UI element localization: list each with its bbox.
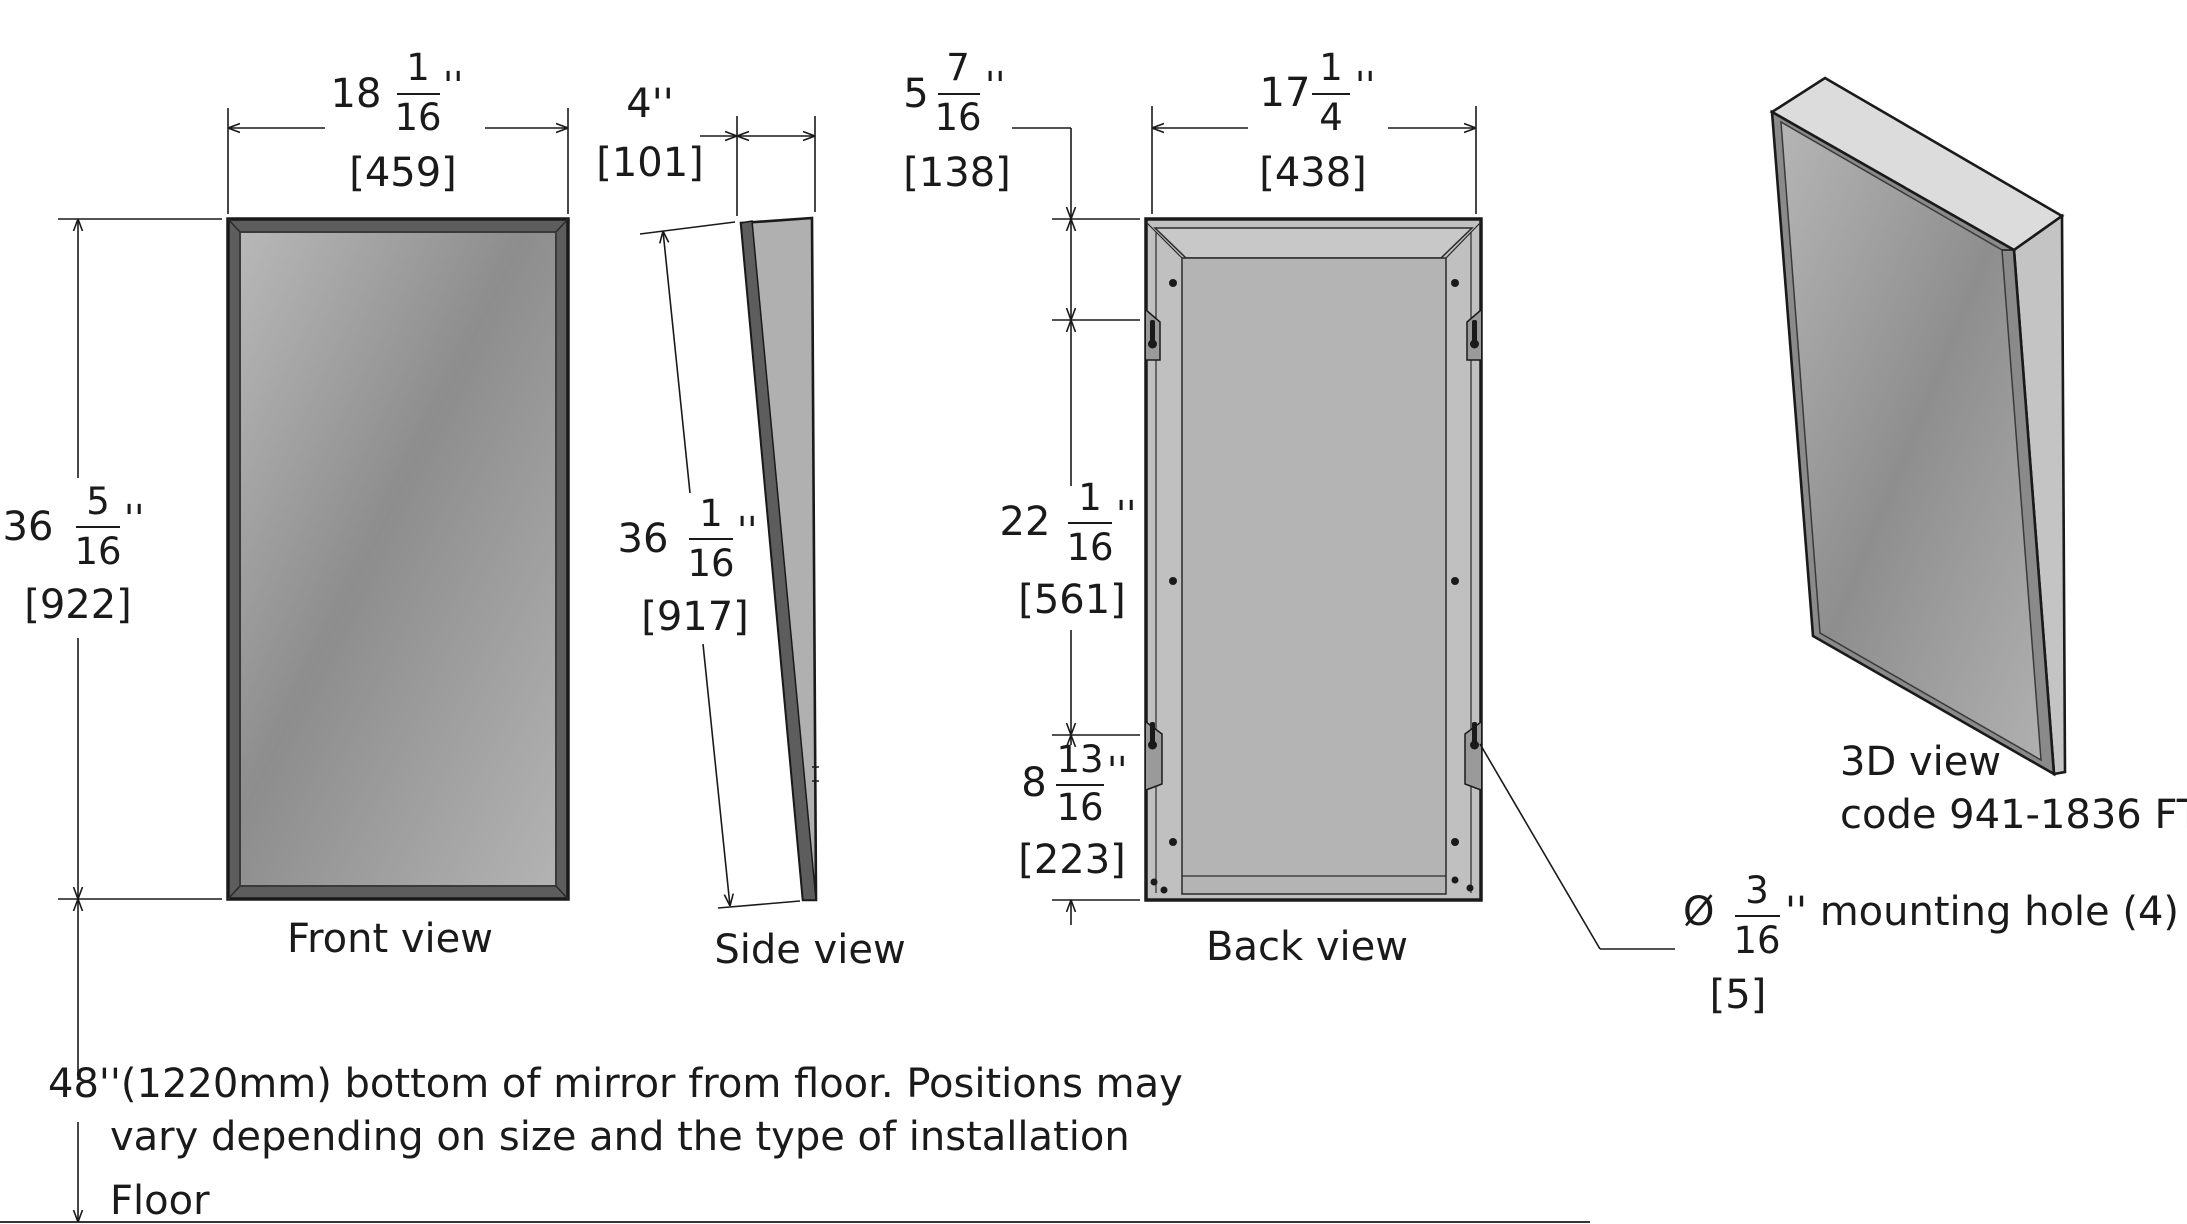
floor-note-line1: 48''(1220mm) bottom of mirror from floor…: [48, 1061, 1183, 1107]
front-view-label: Front view: [287, 916, 493, 962]
front-view: [226, 217, 570, 901]
back-width-inch: '': [1355, 64, 1375, 107]
front-width-whole: 18: [331, 71, 382, 117]
side-depth-mm: [101]: [596, 140, 704, 186]
3d-view-code: code 941-1836 FT: [1840, 792, 2187, 838]
back-bottom-num: 13: [1056, 738, 1103, 781]
side-length-whole: 36: [618, 516, 669, 562]
front-width-dimension: 18 1 16 '' [459]: [227, 46, 569, 214]
side-length-inch: '': [737, 509, 757, 552]
front-height-num: 5: [86, 480, 110, 523]
back-width-num: 1: [1319, 46, 1343, 89]
back-top-mm: [138]: [903, 150, 1011, 196]
front-width-inch: '': [443, 64, 463, 107]
back-width-mm: [438]: [1259, 150, 1367, 196]
side-depth-in: 4'': [626, 81, 673, 127]
side-length-den: 16: [687, 542, 734, 585]
back-bottom-whole: 8: [1021, 760, 1046, 806]
front-height-inch: '': [124, 497, 144, 540]
front-height-dimension: 36 5 16 '' [922]: [3, 218, 222, 900]
back-view-label: Back view: [1206, 924, 1408, 970]
back-bottom-inch: '': [1107, 749, 1127, 792]
front-height-den: 16: [74, 530, 121, 573]
side-length-num: 1: [699, 492, 723, 535]
floor-note-line2: vary depending on size and the type of i…: [110, 1114, 1130, 1160]
back-top-den: 16: [934, 96, 981, 139]
side-length-dimension: 36 1 16 '' [917]: [618, 221, 801, 909]
mounting-hole-callout: Ø 3 16 '' mounting hole (4) [5]: [1479, 743, 2179, 1018]
floor-label: Floor: [110, 1178, 210, 1224]
back-mid-mm: [561]: [1018, 577, 1126, 623]
back-bottom-mm: [223]: [1018, 837, 1126, 883]
hole-mm: [5]: [1710, 972, 1767, 1018]
side-depth-dimension: 4'' [101]: [596, 81, 816, 216]
back-width-whole: 17: [1260, 70, 1311, 116]
side-view: [739, 216, 819, 902]
back-top-inch: '': [985, 64, 1005, 107]
3d-view-label: 3D view: [1840, 739, 2001, 785]
front-width-mm: [459]: [349, 150, 457, 196]
3d-view: [1769, 76, 2067, 777]
front-width-den: 16: [394, 96, 441, 139]
back-top-whole: 5: [903, 71, 928, 117]
hole-den: 16: [1733, 919, 1780, 962]
hole-text: '' mounting hole (4): [1785, 889, 2179, 935]
back-width-den: 4: [1319, 96, 1343, 139]
back-mid-den: 16: [1066, 526, 1113, 569]
back-mid-inch: '': [1116, 493, 1136, 536]
back-top-num: 7: [946, 46, 970, 89]
floor-height-dimension: [0, 899, 1590, 1223]
back-mid-num: 1: [1078, 476, 1102, 519]
back-bottom-den: 16: [1056, 786, 1103, 829]
front-height-mm: [922]: [24, 582, 132, 628]
hole-symbol: Ø: [1683, 889, 1714, 935]
back-view: [1144, 217, 1483, 902]
front-height-whole: 36: [3, 504, 54, 550]
back-mid-whole: 22: [1000, 499, 1051, 545]
front-width-num: 1: [406, 46, 430, 89]
back-dimensions: 17 1 4 '' [438] 5 7 16 '' [138] 22 1 16 …: [903, 46, 1477, 925]
side-length-mm: [917]: [641, 594, 749, 640]
side-view-label: Side view: [714, 927, 905, 973]
hole-num: 3: [1745, 869, 1769, 912]
